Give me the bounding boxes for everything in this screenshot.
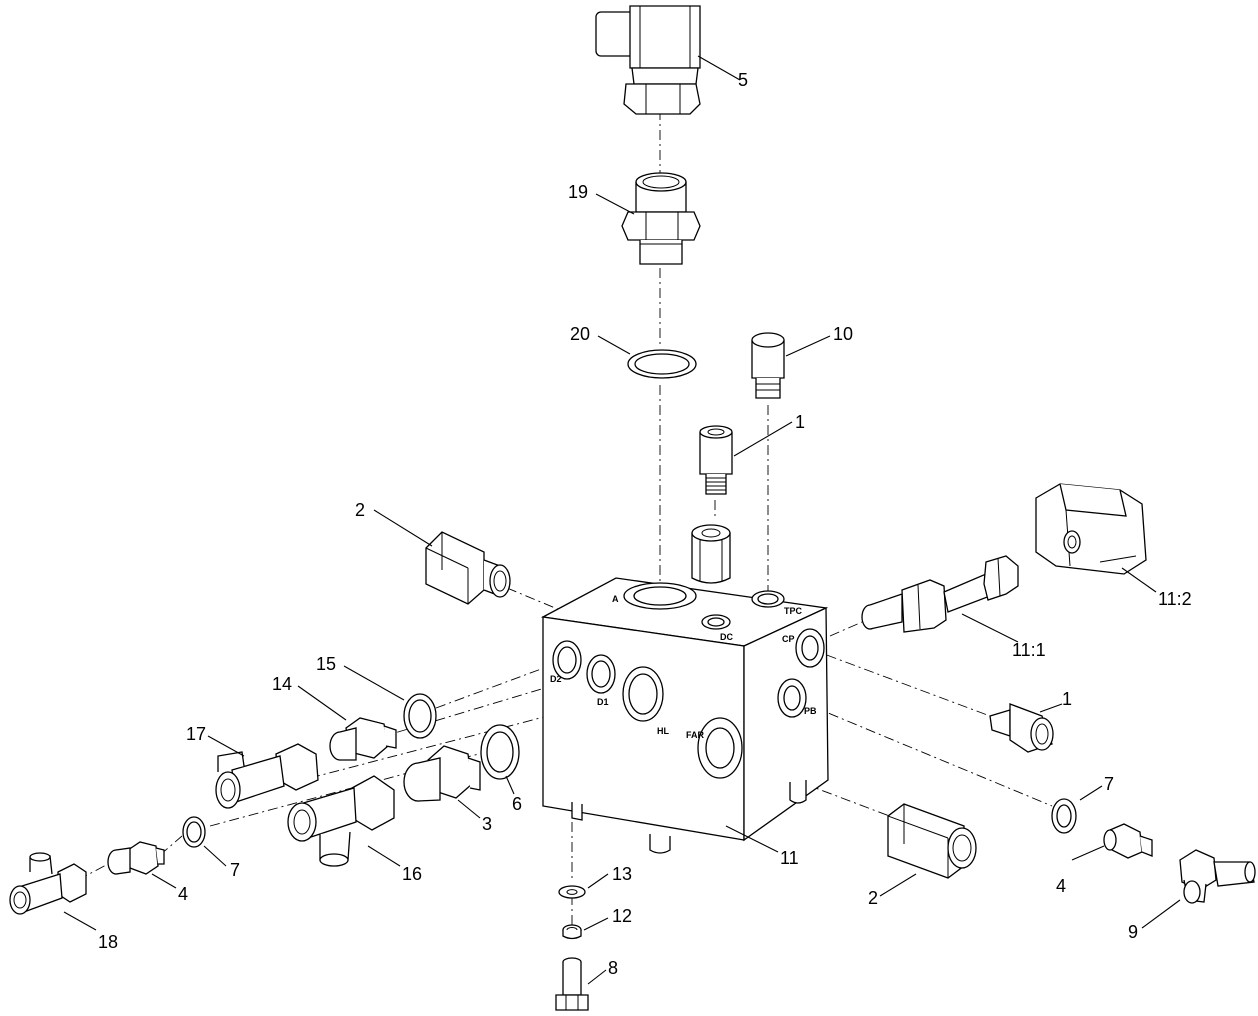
port-label-d2: D2 <box>550 674 562 684</box>
callout-19: 19 <box>568 182 588 202</box>
callout-17: 17 <box>186 724 206 744</box>
port-label-hl: HL <box>657 726 669 736</box>
part-17-tee <box>215 743 319 809</box>
port-label-pb: PB <box>804 706 817 716</box>
port-label-dc: DC <box>720 632 733 642</box>
part-19-adapter <box>621 172 701 265</box>
callout-14: 14 <box>272 674 292 694</box>
part-7-washer-right <box>1051 798 1077 834</box>
callout-13: 13 <box>612 864 632 884</box>
part-12-lockwasher <box>562 924 582 940</box>
part-4-adapter-right <box>1103 823 1153 859</box>
part-14-adapter <box>329 717 397 761</box>
part-9-elbow <box>1179 849 1256 904</box>
callout-4-left: 4 <box>178 884 188 904</box>
part-5-elbow <box>595 5 701 115</box>
callout-6: 6 <box>512 794 522 814</box>
callout-20: 20 <box>570 324 590 344</box>
part-4-adapter-left <box>107 841 165 875</box>
valve-block: A DC TPC CP PB D2 D1 HL FAR <box>540 524 829 854</box>
part-10-plug <box>751 332 785 399</box>
port-label-d1: D1 <box>597 697 609 707</box>
callout-4-right: 4 <box>1056 876 1066 896</box>
callout-1-top: 1 <box>795 412 805 432</box>
callout-15: 15 <box>316 654 336 674</box>
callout-1-right: 1 <box>1062 689 1072 709</box>
callout-10: 10 <box>833 324 853 344</box>
port-label-far: FAR <box>686 730 705 740</box>
callout-16: 16 <box>402 864 422 884</box>
callout-12: 12 <box>612 906 632 926</box>
part-8-bolt <box>555 957 589 1011</box>
part-3-adapter <box>403 745 481 802</box>
callout-2-right: 2 <box>868 888 878 908</box>
callout-5: 5 <box>738 70 748 90</box>
callout-11-1: 11:1 <box>1012 640 1046 660</box>
callout-8: 8 <box>608 958 618 978</box>
callout-9: 9 <box>1128 922 1138 942</box>
callout-7-left: 7 <box>230 860 240 880</box>
part-2-fitting-right <box>887 803 977 879</box>
part-1-fitting-top <box>699 425 733 495</box>
part-15-oring <box>403 693 437 739</box>
part-1-fitting-right <box>989 703 1054 753</box>
part-20-oring <box>627 349 697 379</box>
part-18-elbow <box>9 852 87 915</box>
leader-lines <box>63 55 1181 985</box>
port-label-tpc: TPC <box>784 606 803 616</box>
part-2-fitting-left <box>425 531 511 605</box>
callout-2-left: 2 <box>355 500 365 520</box>
port-label-cp: CP <box>782 634 795 644</box>
port-label-a: A <box>612 594 619 604</box>
callouts: 5 19 20 10 1 2 11:2 11:1 1 15 14 17 6 3 … <box>98 70 1192 978</box>
part-16-elbow <box>287 775 395 867</box>
part-6-oring <box>480 724 520 780</box>
part-13-washer <box>558 885 586 899</box>
callout-18: 18 <box>98 932 118 952</box>
part-11-solenoid <box>861 555 1019 633</box>
callout-11: 11 <box>780 848 799 868</box>
part-11-2-coil <box>1035 483 1147 575</box>
callout-7-right: 7 <box>1104 774 1114 794</box>
callout-11-2: 11:2 <box>1158 589 1192 609</box>
part-7-washer-left <box>182 816 206 848</box>
callout-3: 3 <box>482 814 492 834</box>
